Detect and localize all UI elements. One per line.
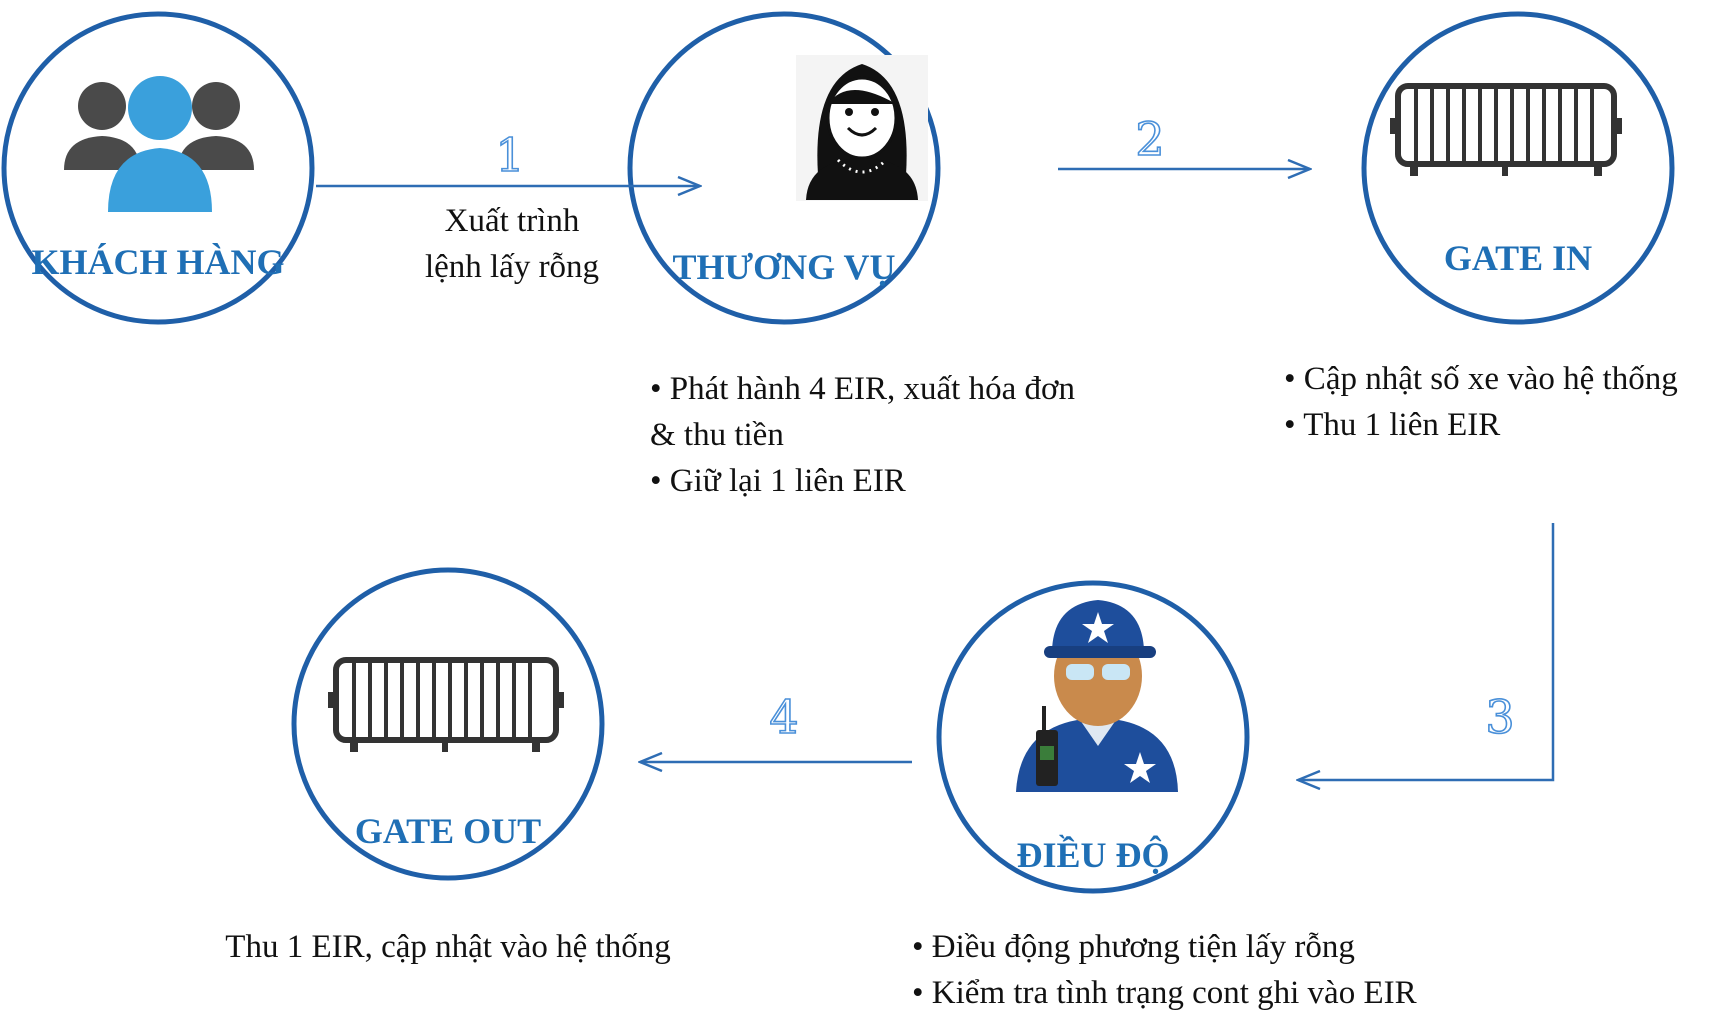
group-icon <box>64 76 254 212</box>
step-1-label-line: Xuất trình <box>444 203 580 239</box>
step-number-3: 3 <box>1485 689 1516 745</box>
gate-barrier-icon <box>328 657 564 752</box>
note-gate-out: Thu 1 EIR, cập nhật vào hệ thống <box>225 924 670 970</box>
note-line: • Thu 1 liên EIR <box>1284 407 1501 443</box>
node-label-thuong-vu: THƯƠNG VỤ <box>672 247 896 287</box>
note-line: • Điều động phương tiện lấy rỗng <box>912 929 1355 965</box>
note-gate-in: • Cập nhật số xe vào hệ thống • Thu 1 li… <box>1284 356 1678 448</box>
node-circle-gate-in <box>1361 11 1675 325</box>
step-1-label-line: lệnh lấy rỗng <box>424 249 600 285</box>
woman-icon <box>796 55 928 201</box>
node-label-khach-hang: KHÁCH HÀNG <box>31 242 285 282</box>
step-number-2: 2 <box>1135 111 1166 167</box>
note-thuong-vu: • Phát hành 4 EIR, xuất hóa đơn & thu ti… <box>650 366 1075 504</box>
note-line: • Cập nhật số xe vào hệ thống <box>1284 361 1678 397</box>
node-label-gate-out: GATE OUT <box>354 811 542 851</box>
security-officer-icon <box>1016 600 1178 792</box>
note-dieu-do: • Điều động phương tiện lấy rỗng • Kiểm … <box>912 924 1417 1016</box>
note-line: Thu 1 EIR, cập nhật vào hệ thống <box>225 929 671 965</box>
step-1-label: Xuất trình lệnh lấy rỗng <box>425 198 599 290</box>
node-label-gate-in: GATE IN <box>1443 238 1593 278</box>
arrow-3 <box>1298 523 1555 780</box>
note-line: • Phát hành 4 EIR, xuất hóa đơn <box>650 371 1075 407</box>
note-line: • Giữ lại 1 liên EIR <box>650 463 906 499</box>
step-number-4: 4 <box>769 689 800 745</box>
step-number-1: 1 <box>495 127 526 183</box>
gate-barrier-icon <box>1390 83 1622 176</box>
note-line: & thu tiền <box>650 417 784 453</box>
note-line: • Kiểm tra tình trạng cont ghi vào EIR <box>912 975 1417 1011</box>
node-label-dieu-do: ĐIỀU ĐỘ <box>1016 835 1170 875</box>
